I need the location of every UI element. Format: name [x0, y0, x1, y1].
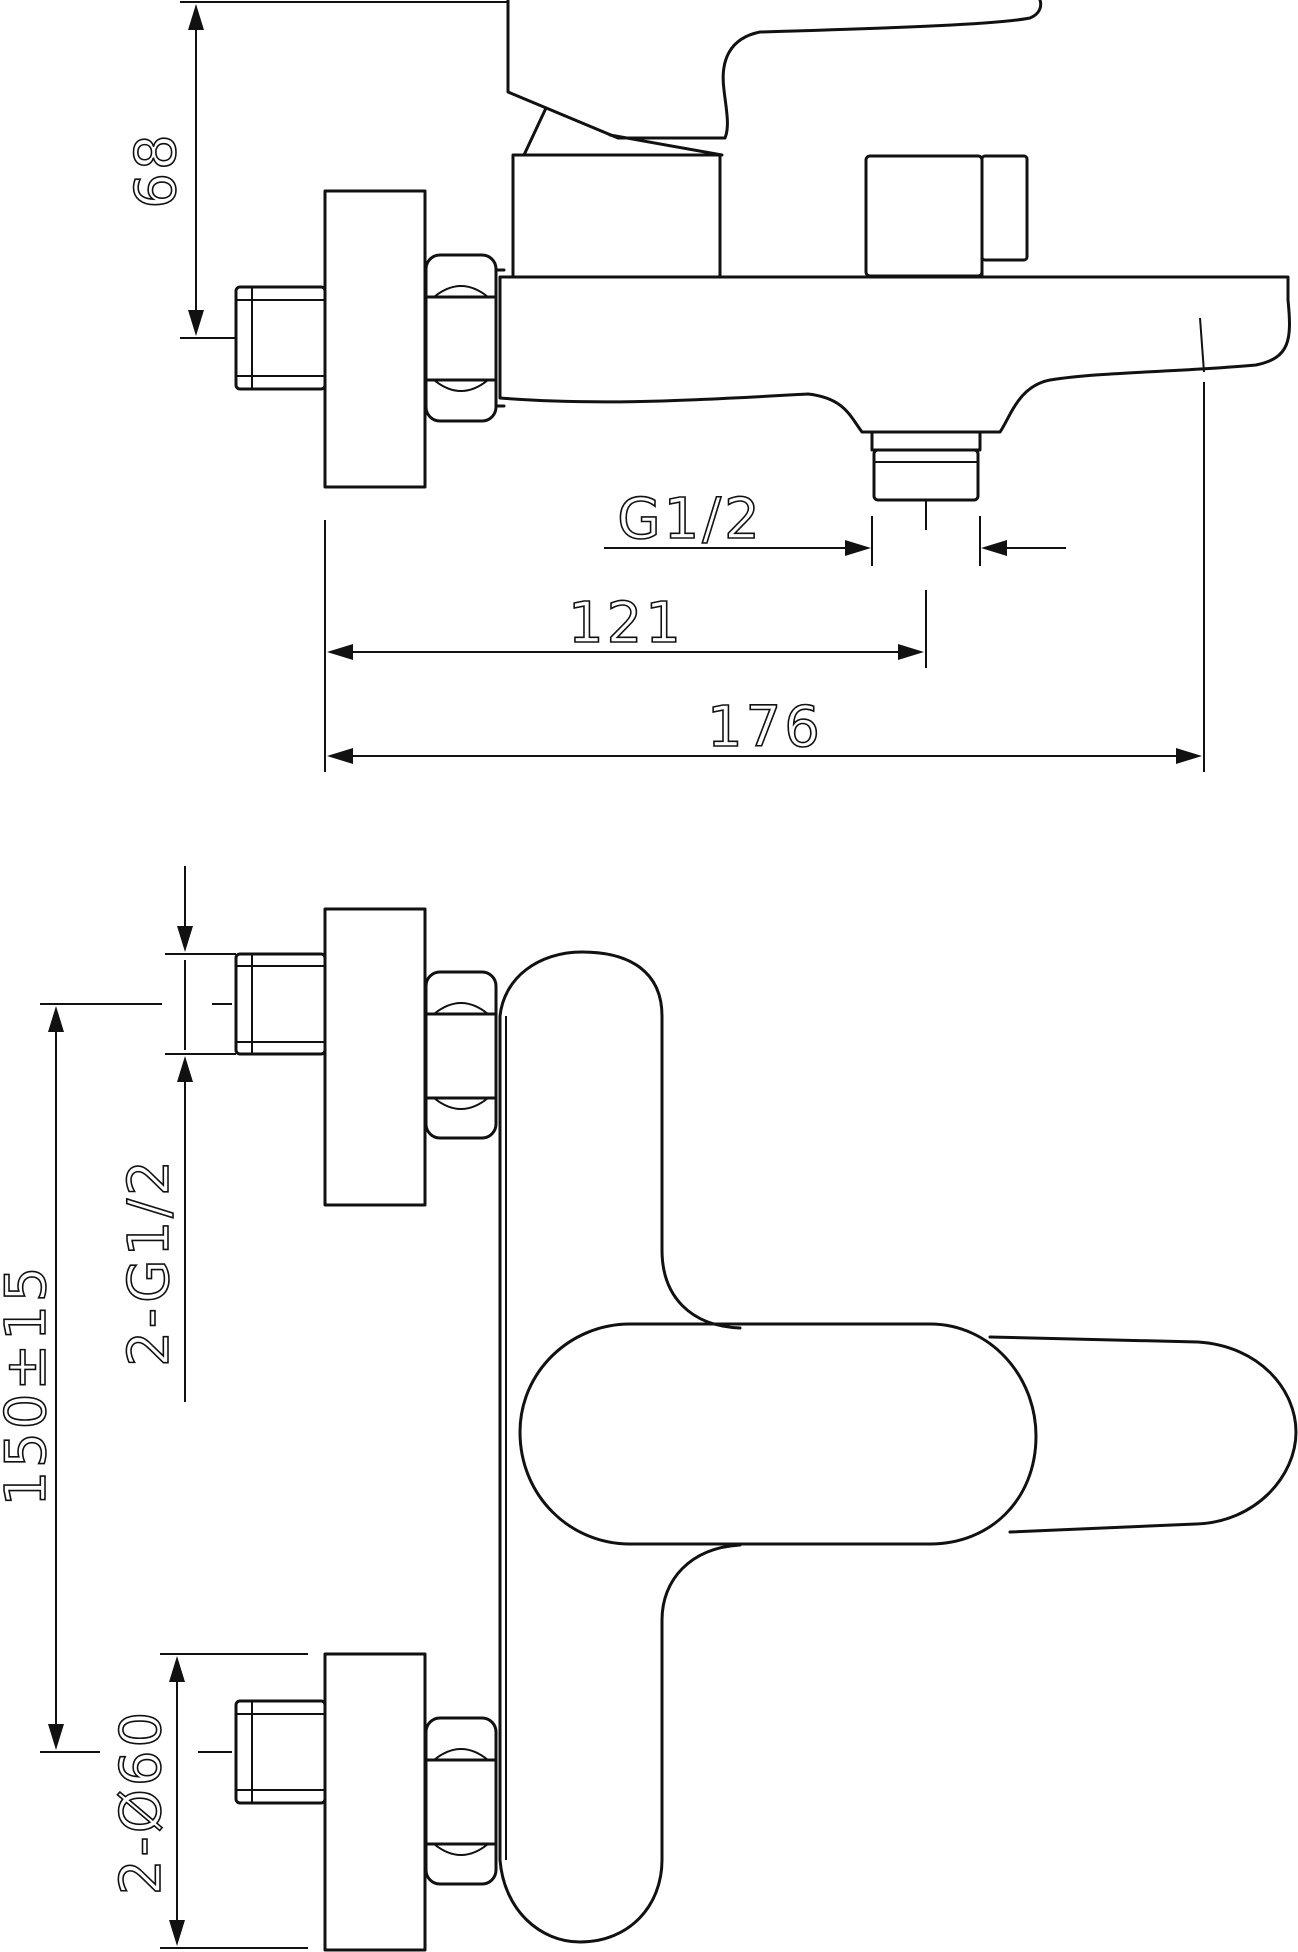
dimension-68: 68	[123, 1, 508, 339]
side-outlet-thread	[870, 430, 982, 502]
front-upper-inlet-pipe	[234, 952, 327, 1056]
dimension-150: 150±15	[0, 1003, 162, 1753]
front-view: 2-G1/2 150±15 2-Ø60	[0, 866, 1298, 1952]
dimension-176-label: 176	[707, 695, 823, 760]
side-view: 68 G1/2 121 176	[123, 0, 1291, 772]
dimension-68-label: 68	[124, 131, 189, 208]
dimension-60-label: 2-Ø60	[109, 1709, 174, 1895]
dimension-60: 2-Ø60	[108, 1653, 308, 1949]
side-lever-handle	[506, 0, 1043, 140]
side-hex-nut	[424, 253, 506, 423]
front-lower-inlet-pipe	[234, 1699, 327, 1805]
dimension-121: 121	[324, 520, 927, 772]
side-cartridge-housing	[511, 153, 722, 279]
front-faucet-body	[498, 950, 742, 1944]
front-lower-flange	[323, 1652, 427, 1952]
dimension-150-label: 150±15	[0, 1263, 59, 1506]
side-inlet-pipe	[234, 285, 327, 391]
side-faucet-body	[498, 275, 1291, 434]
dimension-g12-label: G1/2	[617, 487, 763, 552]
dimension-2g12: 2-G1/2	[116, 866, 236, 1402]
dimension-176: 176	[327, 317, 1205, 772]
dimension-g12: G1/2	[604, 486, 1066, 566]
side-diverter-knob	[864, 154, 1029, 278]
front-lever-handle	[518, 1322, 1298, 1546]
dimension-2g12-label: 2-G1/2	[117, 1157, 182, 1366]
front-upper-hex-nut	[424, 970, 498, 1140]
front-upper-flange	[323, 907, 427, 1207]
front-lower-hex-nut	[424, 1716, 498, 1886]
side-wall-flange	[323, 189, 427, 489]
dimension-121-label: 121	[568, 591, 684, 656]
